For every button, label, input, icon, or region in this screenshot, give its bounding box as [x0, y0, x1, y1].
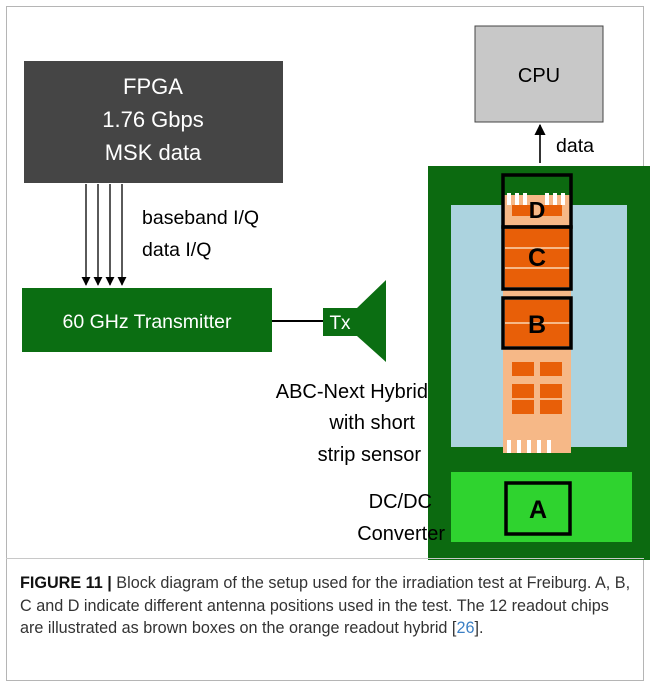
hybrid-label-line3: strip sensor: [318, 444, 422, 466]
dcdc-converter: A: [451, 472, 632, 542]
data-iq-label: data I/Q: [142, 239, 211, 261]
cpu-block: CPU: [474, 25, 604, 123]
position-b-frame: [501, 296, 573, 350]
fpga-block: FPGA 1.76 Gbps MSK data: [24, 61, 283, 183]
readout-chip: [540, 384, 562, 398]
lower-readout-chips: [512, 362, 562, 414]
cpu-label: CPU: [518, 65, 560, 87]
antenna-body: [323, 308, 357, 336]
baseband-label: baseband I/Q: [142, 207, 259, 229]
figure-number: FIGURE 11 |: [20, 574, 112, 592]
fpga-rate: 1.76 Gbps: [102, 107, 204, 132]
position-a-frame: [504, 481, 572, 536]
position-c-frame: [501, 225, 573, 291]
position-a-label: A: [529, 496, 547, 524]
transmitter-block: 60 GHz Transmitter: [22, 288, 272, 352]
caption-divider: [6, 558, 644, 559]
readout-chip: [540, 400, 562, 414]
readout-chips-c: [505, 229, 571, 287]
readout-chip: [512, 384, 534, 398]
readout-chip: [540, 205, 562, 216]
block-diagram: FPGA 1.76 Gbps MSK data baseband I/Q dat…: [22, 25, 650, 560]
readout-chip: [512, 205, 534, 216]
antenna-horn: [357, 280, 386, 362]
fpga-title: FPGA: [123, 74, 183, 99]
position-c-label: C: [528, 244, 546, 272]
caption-tail: ].: [474, 619, 484, 637]
antenna-label: Tx: [329, 313, 351, 334]
bond-pads-top: [507, 193, 565, 205]
transmitter-label: 60 GHz Transmitter: [62, 311, 232, 333]
data-label: data: [556, 135, 594, 157]
caption-text: Block diagram of the setup used for the …: [20, 574, 631, 637]
hybrid-label-line1: ABC-Next Hybrid: [276, 381, 428, 403]
position-c: C: [501, 225, 573, 291]
converter-label-line2: Converter: [357, 523, 445, 545]
position-b-label: B: [528, 311, 546, 339]
converter-label-line1: DC/DC: [369, 491, 432, 513]
fpga-data-type: MSK data: [105, 140, 202, 165]
readout-chip: [540, 362, 562, 376]
iq-arrows: [81, 184, 127, 286]
readout-chip: [512, 400, 534, 414]
bond-pads-bottom: [507, 440, 551, 453]
horn-antenna: Tx: [323, 280, 386, 362]
hybrid-label-line2: with short: [328, 412, 415, 434]
citation-link[interactable]: 26: [456, 619, 475, 637]
detector-module: D C B: [428, 166, 650, 560]
position-b: B: [501, 296, 573, 350]
figure-caption: FIGURE 11 | Block diagram of the setup u…: [20, 572, 632, 640]
position-d-label: D: [529, 197, 546, 223]
readout-chip: [512, 362, 534, 376]
